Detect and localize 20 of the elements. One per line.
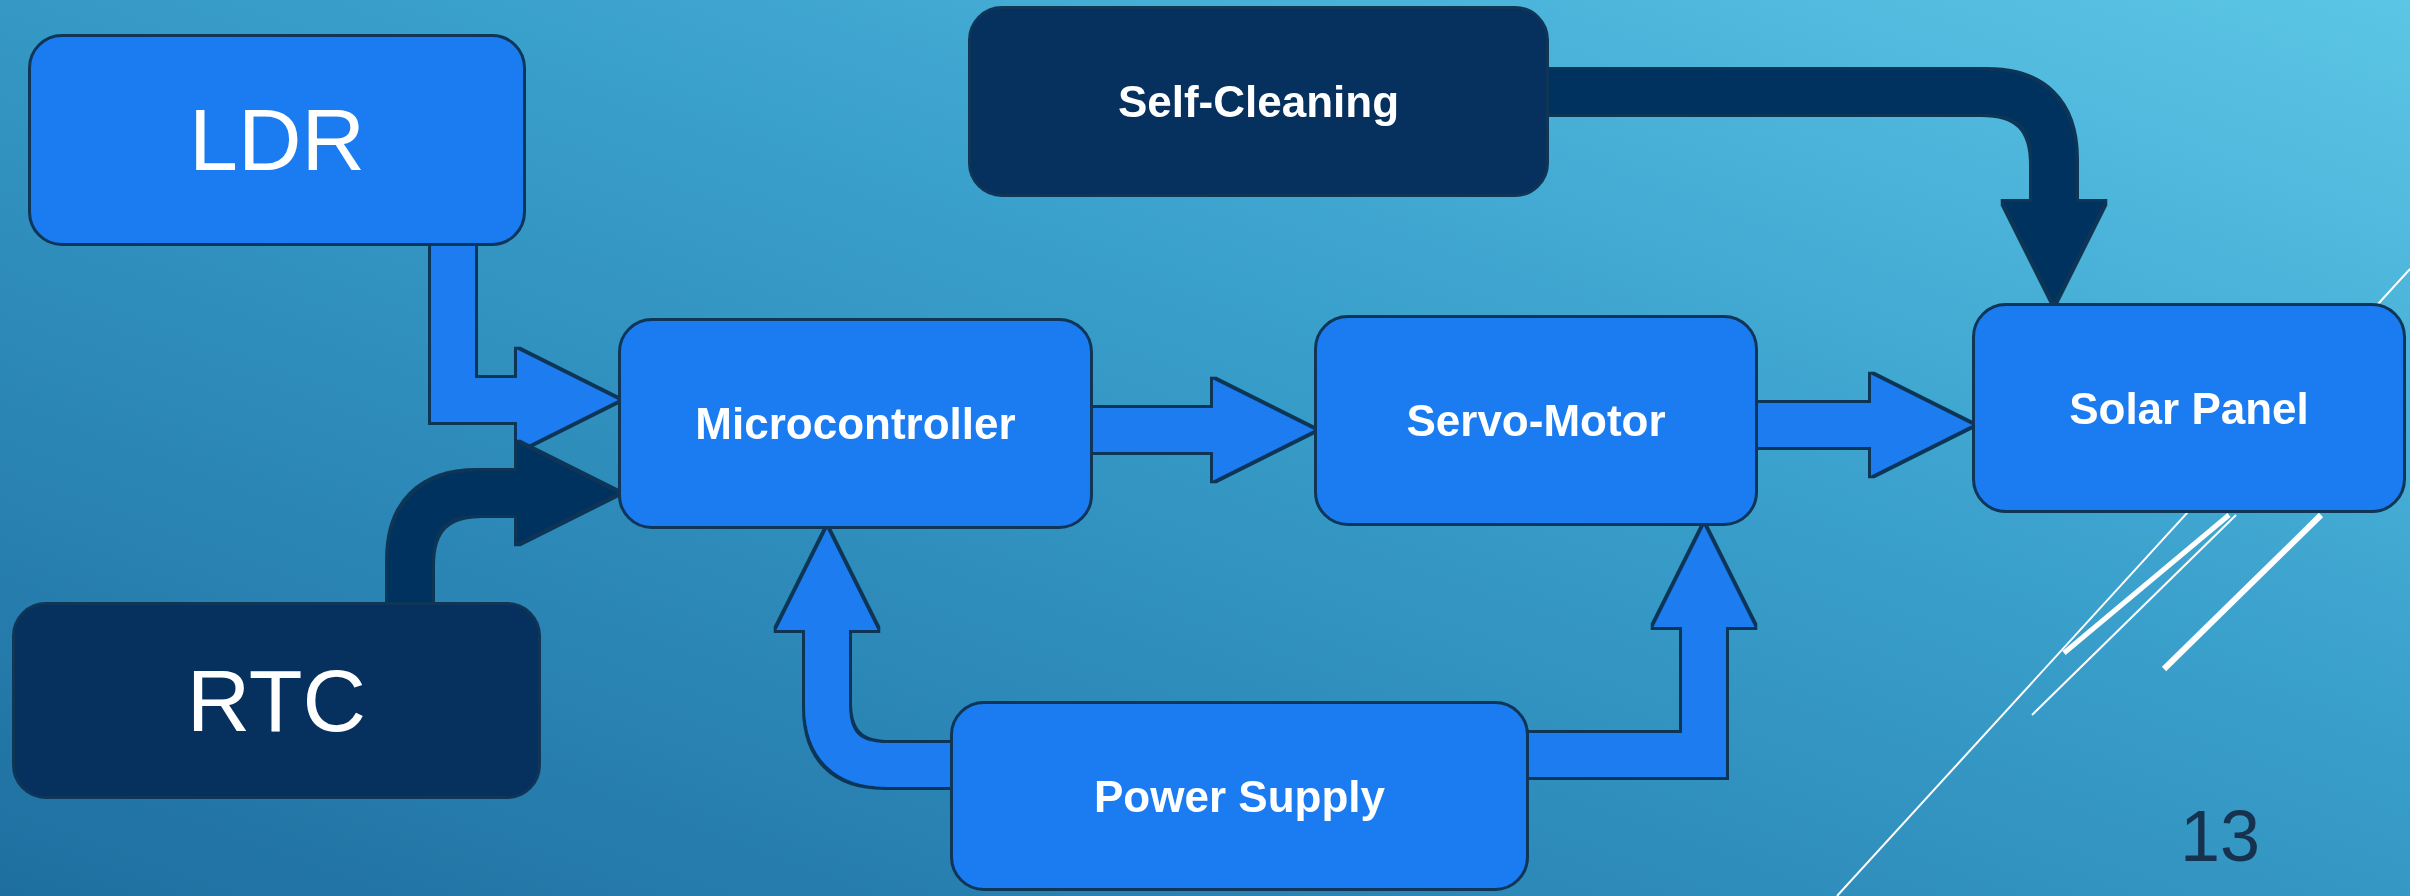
process-box <box>968 6 1549 197</box>
process-box <box>1314 315 1758 526</box>
block-arrow <box>776 529 950 787</box>
box-label: LDR <box>188 89 365 191</box>
box-label: Self-Cleaning <box>1117 76 1400 128</box>
box-label: Microcontroller <box>695 398 1016 450</box>
box-label: Solar Panel <box>2069 382 2309 435</box>
page-number: 13 <box>2180 800 2261 872</box>
block-arrow <box>388 442 618 602</box>
box-label: RTC <box>186 649 367 752</box>
block-arrow <box>1093 379 1314 481</box>
process-box <box>618 318 1093 529</box>
process-box <box>28 34 526 246</box>
process-box <box>12 602 541 799</box>
block-arrow <box>1529 526 1755 777</box>
process-box <box>1972 303 2406 513</box>
box-label: Servo-Motor <box>1406 395 1666 447</box>
box-label: Power Supply <box>1094 770 1385 823</box>
process-box <box>950 701 1529 891</box>
block-arrow <box>1758 374 1972 476</box>
